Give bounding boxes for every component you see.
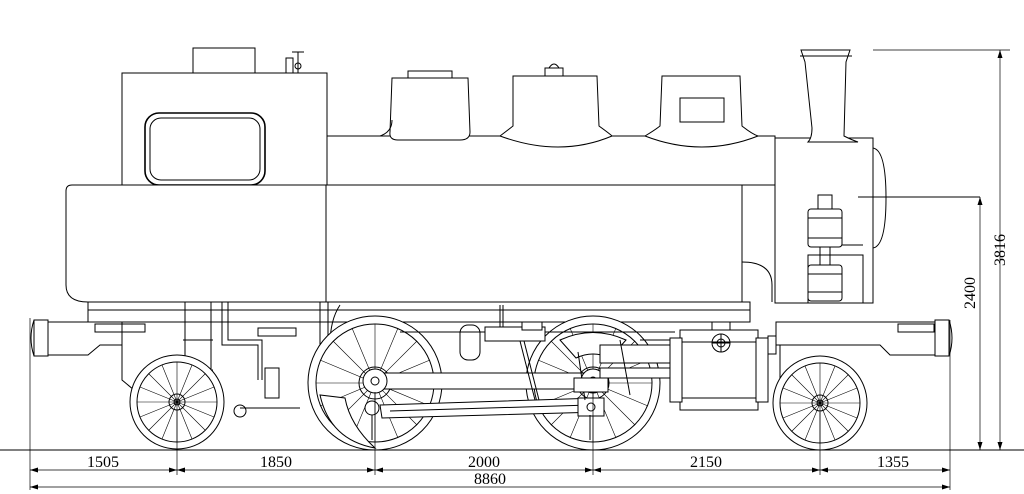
- chimney: [800, 49, 859, 143]
- dim-segment-1: 1505: [87, 454, 119, 471]
- number-plate: [679, 97, 725, 123]
- dim-segment-3: 2000: [468, 454, 500, 471]
- dim-segment-2: 1850: [260, 454, 292, 471]
- dimension-labels: 1505 1850 2000 2150 1355 8860 2400 3816: [87, 234, 1009, 488]
- dim-total: 8860: [474, 471, 506, 488]
- cylinder: [669, 321, 777, 411]
- dim-segment-5: 1355: [877, 454, 909, 471]
- domes: [379, 63, 760, 148]
- dim-height-center: 2400: [962, 277, 979, 309]
- dimension-lines: [29, 49, 1010, 490]
- valve-gear: [362, 305, 680, 440]
- dim-segment-4: 2150: [690, 454, 722, 471]
- air-pump: [807, 194, 843, 302]
- dim-height-overall: 3816: [992, 234, 1009, 266]
- side-tank: [65, 184, 743, 303]
